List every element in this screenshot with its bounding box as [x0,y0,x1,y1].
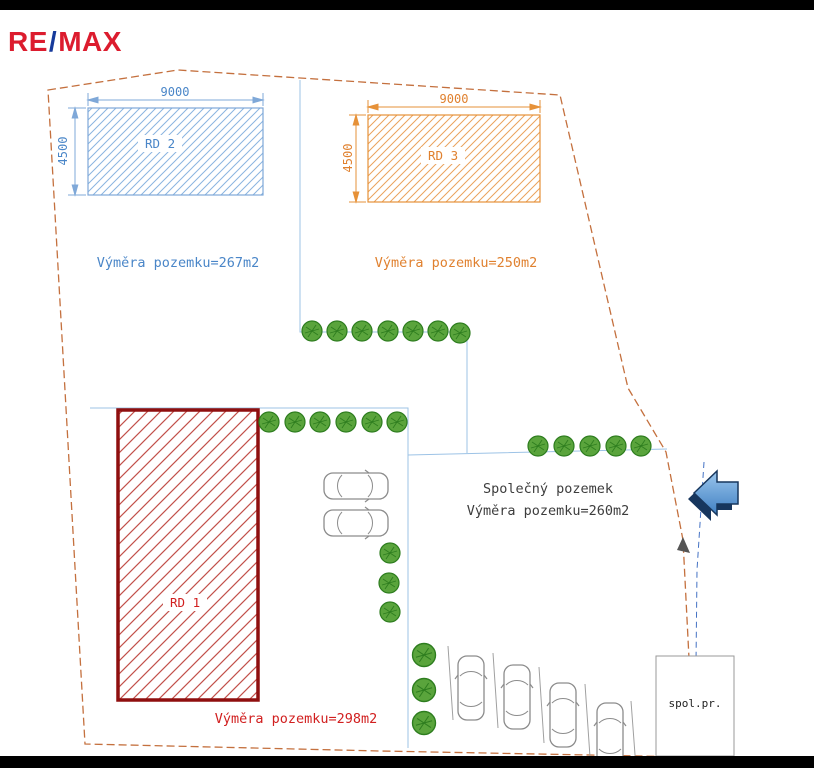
tree-icon [335,411,357,433]
tree-icon [427,320,449,342]
tree-icon [527,435,549,457]
tree-icon [379,542,401,564]
car-top-view-icon [323,506,389,540]
tree-column-mid [378,542,401,623]
logo-slash-text: / [48,26,58,57]
tree-icon [378,572,400,594]
site-boundary-line [47,69,695,758]
tree-icon [309,411,331,433]
tree-icon [301,320,323,342]
tree-row-rd1 [258,411,408,433]
tree-icon [351,320,373,342]
car-top-view-icon [323,469,389,503]
tree-row-common [527,435,652,457]
parking-row-cars [454,655,627,768]
rd1-building-footprint [116,408,260,702]
car-top-view-icon [546,682,580,748]
parking-stall-dividers [447,645,637,768]
tree-icon [605,435,627,457]
tree-row-upper [301,320,471,344]
rd3-dimension-lines [349,100,542,204]
tree-icon [377,320,399,342]
car-top-view-icon [454,655,488,721]
boundary-direction-arrow [677,537,690,553]
tree-icon [284,411,306,433]
remax-logo: RE/MAX [8,26,122,58]
logo-re-text: RE [8,26,48,57]
tree-icon [326,320,348,342]
tree-icon [411,710,437,736]
tree-icon [379,601,401,623]
annex-building-outline [655,655,735,757]
tree-icon [258,411,280,433]
tree-icon [361,411,383,433]
bottom-letterbox-bar [0,756,814,768]
tree-icon [579,435,601,457]
entrance-arrow-icon [688,469,739,521]
tree-icon [553,435,575,457]
tree-column-parking [411,642,437,736]
rd2-dimension-lines [68,93,265,197]
top-letterbox-bar [0,0,814,10]
tree-icon [630,435,652,457]
rd2-building-footprint [87,107,264,196]
car-top-view-icon [500,664,534,730]
tree-icon [386,411,408,433]
tree-icon [402,320,424,342]
logo-max-text: MAX [58,26,122,57]
tree-icon [449,322,471,344]
rd3-building-footprint [367,114,541,203]
tree-icon [411,642,437,668]
cars-near-rd1 [323,469,389,540]
tree-icon [411,677,437,703]
